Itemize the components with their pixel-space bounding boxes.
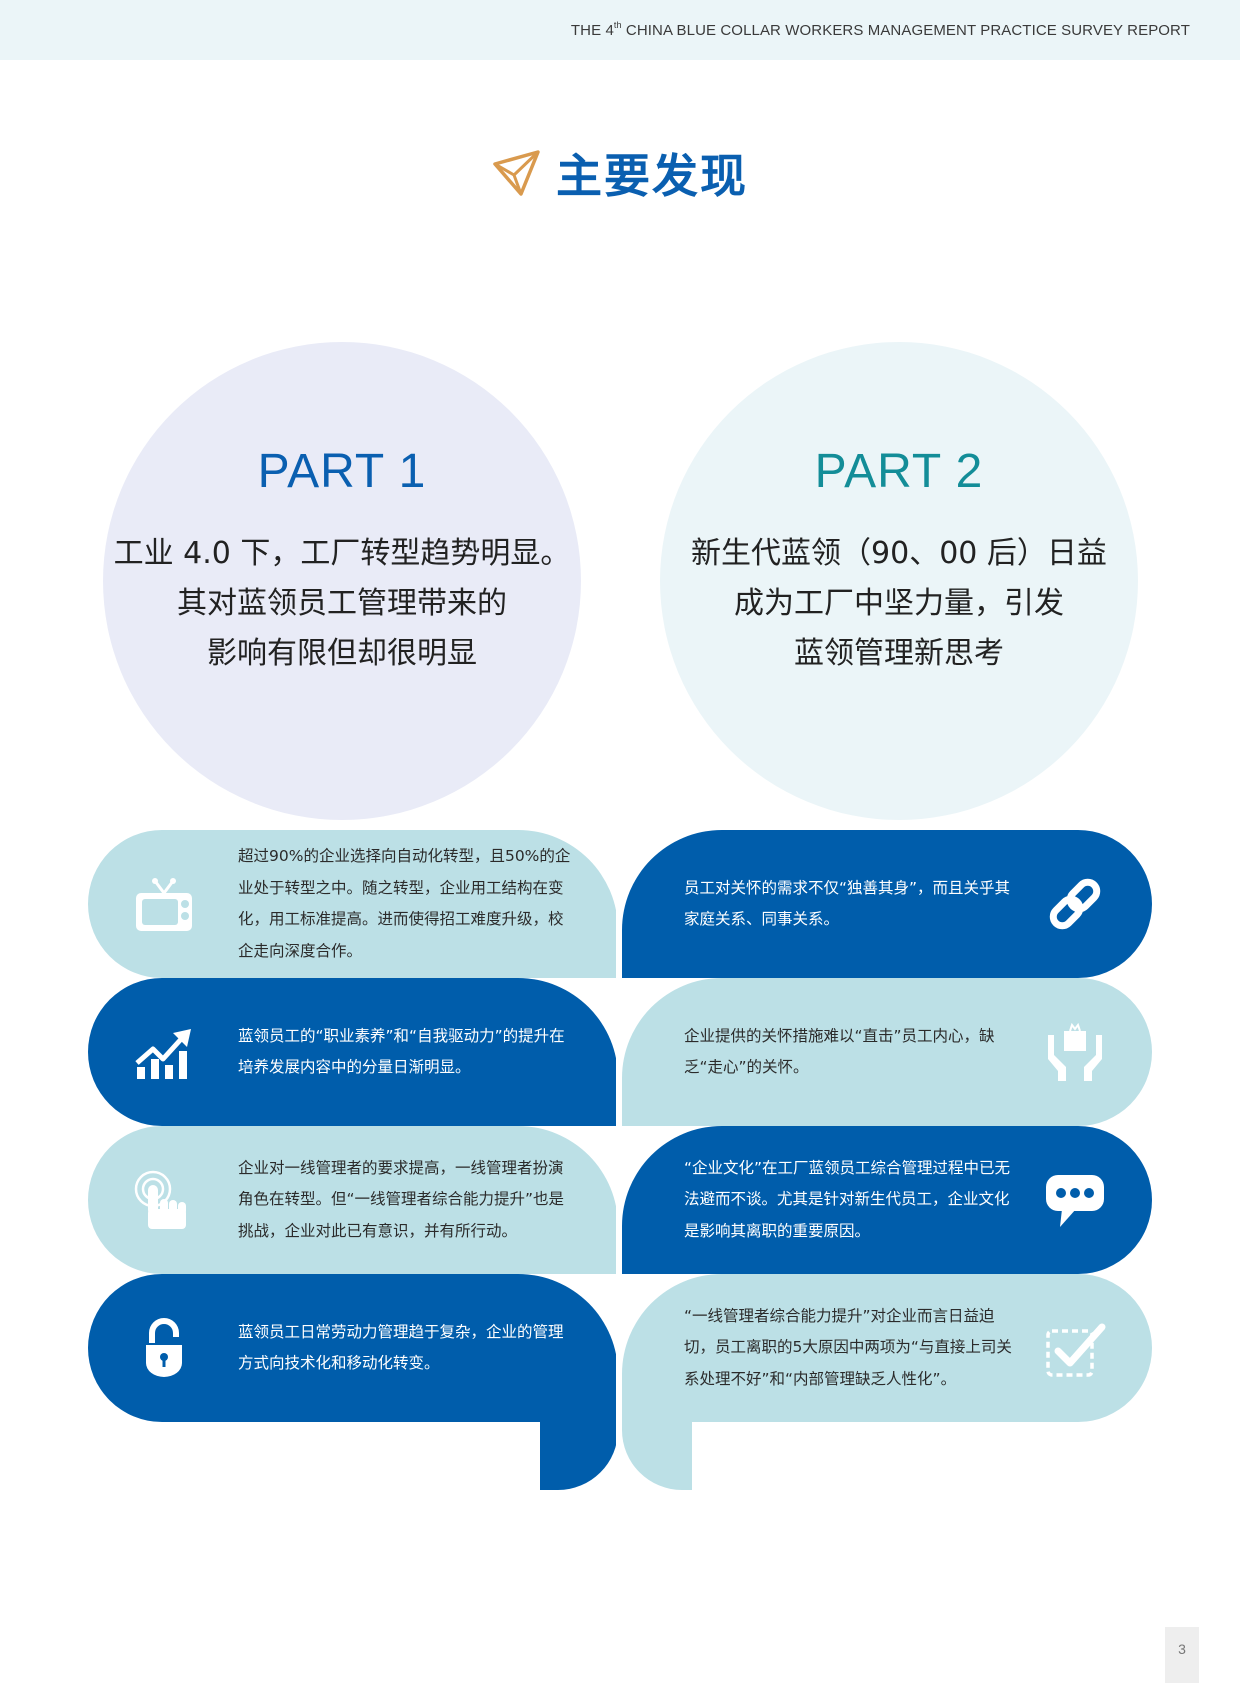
header-prefix: THE 4 (570, 22, 614, 39)
part-1-circle: PART 1 工业 4.0 下，工厂转型趋势明显。 其对蓝领员工管理带来的 影响… (103, 342, 581, 820)
report-title-header: THE 4th CHINA BLUE COLLAR WORKERS MANAGE… (571, 20, 1190, 39)
finding-text: 蓝领员工日常劳动力管理趋于复杂，企业的管理方式向技术化和移动化转变。 (238, 1322, 564, 1373)
finding-card: “一线管理者综合能力提升”对企业而言日益迫切，员工离职的5大原因中两项为“与直接… (622, 1274, 1152, 1422)
part-1-line: 影响有限但却很明显 (207, 636, 477, 671)
finding-text: “一线管理者综合能力提升”对企业而言日益迫切，员工离职的5大原因中两项为“与直接… (684, 1306, 1012, 1388)
part-2-line: 新生代蓝领（90、00 后）日益 (691, 536, 1107, 571)
hands-gift-icon (1044, 1021, 1106, 1083)
finding-card: 蓝领员工日常劳动力管理趋于复杂，企业的管理方式向技术化和移动化转变。 (88, 1274, 618, 1422)
part-2-label: PART 2 (814, 445, 984, 498)
link-icon (1044, 873, 1106, 935)
header-band: THE 4th CHINA BLUE COLLAR WORKERS MANAGE… (0, 0, 1240, 60)
finding-card: 超过90%的企业选择向自动化转型，且50%的企业处于转型之中。随之转型，企业用工… (88, 830, 618, 978)
finding-text: “企业文化”在工厂蓝领员工综合管理过程中已无法避而不谈。尤其是针对新生代员工，企… (684, 1158, 1011, 1240)
section-title: 主要发现 (0, 140, 1240, 206)
part-2-line: 蓝领管理新思考 (794, 636, 1004, 671)
left-findings-column: 超过90%的企业选择向自动化转型，且50%的企业处于转型之中。随之转型，企业用工… (88, 830, 618, 1422)
column-divider (616, 830, 622, 1490)
finding-card: 蓝领员工的“职业素养”和“自我驱动力”的提升在培养发展内容中的分量日渐明显。 (88, 978, 618, 1126)
tv-icon (133, 873, 195, 935)
finding-text: 蓝领员工的“职业素养”和“自我驱动力”的提升在培养发展内容中的分量日渐明显。 (238, 1026, 565, 1077)
finding-text: 企业提供的关怀措施难以“直击”员工内心，缺乏“走心”的关怀。 (684, 1026, 995, 1077)
touch-hand-icon (133, 1169, 195, 1231)
unlock-icon (133, 1317, 195, 1379)
page-number: 3 (1178, 1641, 1186, 1657)
right-findings-column: 员工对关怀的需求不仅“独善其身”，而且关乎其家庭关系、同事关系。 企业提供的关怀… (622, 830, 1152, 1422)
part-2-circle: PART 2 新生代蓝领（90、00 后）日益 成为工厂中坚力量，引发 蓝领管理… (660, 342, 1138, 820)
finding-text: 企业对一线管理者的要求提高，一线管理者扮演角色在转型。但“一线管理者综合能力提升… (238, 1158, 565, 1240)
page-title: 主要发现 (556, 149, 748, 203)
finding-card: 企业对一线管理者的要求提高，一线管理者扮演角色在转型。但“一线管理者综合能力提升… (88, 1126, 618, 1274)
part-2-line: 成为工厂中坚力量，引发 (734, 586, 1064, 621)
finding-card: 员工对关怀的需求不仅“独善其身”，而且关乎其家庭关系、同事关系。 (622, 830, 1152, 978)
paper-plane-icon (493, 150, 540, 196)
right-column-tail (622, 1420, 692, 1490)
header-suffix: CHINA BLUE COLLAR WORKERS MANAGEMENT PRA… (621, 22, 1190, 39)
part-1-description: 工业 4.0 下，工厂转型趋势明显。 其对蓝领员工管理带来的 影响有限但却很明显 (103, 529, 581, 679)
header-superscript: th (613, 20, 622, 30)
left-column-tail (540, 1420, 618, 1490)
part-2-description: 新生代蓝领（90、00 后）日益 成为工厂中坚力量，引发 蓝领管理新思考 (660, 529, 1138, 679)
growth-chart-icon (133, 1021, 195, 1083)
part-1-line: 其对蓝领员工管理带来的 (177, 586, 507, 621)
part-1-line: 工业 4.0 下，工厂转型趋势明显。 (113, 536, 571, 571)
finding-card: 企业提供的关怀措施难以“直击”员工内心，缺乏“走心”的关怀。 (622, 978, 1152, 1126)
finding-card: “企业文化”在工厂蓝领员工综合管理过程中已无法避而不谈。尤其是针对新生代员工，企… (622, 1126, 1152, 1274)
part-1-label: PART 1 (257, 445, 427, 498)
finding-text: 员工对关怀的需求不仅“独善其身”，而且关乎其家庭关系、同事关系。 (684, 878, 1011, 929)
checkbox-icon (1044, 1317, 1106, 1379)
page-number-box: 3 (1165, 1627, 1199, 1683)
finding-text: 超过90%的企业选择向自动化转型，且50%的企业处于转型之中。随之转型，企业用工… (238, 847, 571, 960)
chat-bubble-icon (1044, 1169, 1106, 1231)
